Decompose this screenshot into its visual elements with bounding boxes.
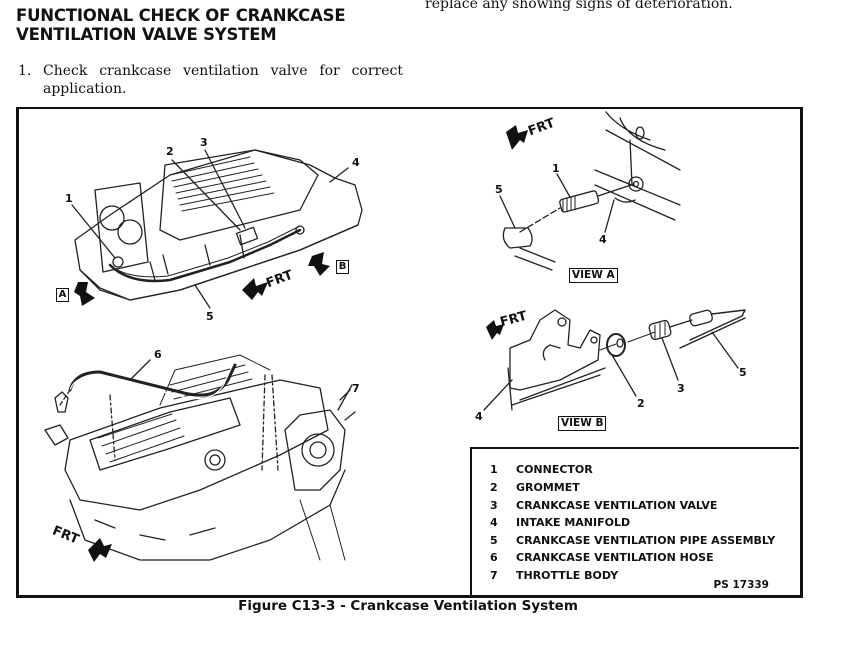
callout-6: 6: [154, 348, 162, 361]
callout-1: 1: [65, 192, 73, 205]
view-a-label: VIEW A: [569, 268, 618, 283]
legend-item: 1 CONNECTOR: [490, 463, 593, 476]
view-a-callout-1: 1: [552, 162, 560, 175]
legend-label: INTAKE MANIFOLD: [516, 516, 631, 529]
legend-number: 2: [490, 481, 498, 494]
frt-arrow-view-a: [506, 125, 528, 150]
legend-label: CRANKCASE VENTILATION PIPE ASSEMBLY: [516, 534, 776, 547]
frt-arrow-bottom: [88, 538, 112, 562]
view-b-marker: B: [336, 260, 349, 274]
view-b-drawing: [507, 309, 746, 411]
view-a-callout-4: 4: [599, 233, 607, 246]
figure-reference: PS 17339: [713, 579, 769, 591]
intake-manifold-drawing: [74, 149, 363, 301]
right-column-text: replace any showing signs of deteriorati…: [425, 0, 733, 12]
frt-arrow-top: [242, 278, 268, 300]
callout-4: 4: [352, 156, 360, 169]
view-a-callout-5: 5: [495, 183, 503, 196]
legend-item: 6 CRANKCASE VENTILATION HOSE: [490, 551, 714, 564]
legend-item: 4 INTAKE MANIFOLD: [490, 516, 630, 529]
legend-number: 5: [490, 534, 498, 547]
view-b-callout-4: 4: [475, 410, 483, 423]
legend-label: CRANKCASE VENTILATION VALVE: [516, 499, 718, 512]
legend-item: 5 CRANKCASE VENTILATION PIPE ASSEMBLY: [490, 534, 775, 547]
legend-label: CRANKCASE VENTILATION HOSE: [516, 551, 714, 564]
legend-item: 2 GROMMET: [490, 481, 580, 494]
step-number: 1.: [18, 63, 32, 79]
step-text: Check crankcase ventilation valve for co…: [43, 63, 403, 97]
callout-3: 3: [200, 136, 208, 149]
callout-2: 2: [166, 145, 174, 158]
section-heading-line-1: FUNCTIONAL CHECK OF CRANKCASE: [16, 6, 346, 25]
legend-number: 3: [490, 499, 498, 512]
figure-frame: [16, 107, 803, 598]
legend-item: 3 CRANKCASE VENTILATION VALVE: [490, 499, 717, 512]
legend-label: GROMMET: [516, 481, 580, 494]
legend-number: 4: [490, 516, 498, 529]
legend-item: 7 THROTTLE BODY: [490, 569, 618, 582]
view-b-arrow: [308, 252, 330, 276]
callout-7: 7: [352, 382, 360, 395]
section-heading: FUNCTIONAL CHECK OF CRANKCASE VENTILATIO…: [16, 6, 346, 44]
step-1: 1. Check crankcase ventilation valve for…: [18, 62, 403, 98]
view-a-arrow: [74, 282, 95, 306]
legend-label: CONNECTOR: [516, 463, 593, 476]
figure-caption: Figure C13-3 - Crankcase Ventilation Sys…: [238, 598, 578, 614]
legend-number: 6: [490, 551, 498, 564]
callout-5: 5: [206, 310, 214, 323]
section-heading-line-2: VENTILATION VALVE SYSTEM: [16, 25, 277, 44]
view-b-callout-2: 2: [637, 397, 645, 410]
legend-number: 7: [490, 569, 498, 582]
engine-drawing: [64, 354, 356, 561]
view-a-drawing: [502, 111, 681, 271]
view-b-label: VIEW B: [558, 416, 607, 431]
frt-arrow-view-b: [486, 320, 504, 340]
legend-label: THROTTLE BODY: [516, 569, 619, 582]
legend-number: 1: [490, 463, 498, 476]
view-b-callout-3: 3: [677, 382, 685, 395]
view-b-callout-5: 5: [739, 366, 747, 379]
view-a-marker: A: [56, 288, 69, 302]
leader-1: [71, 204, 116, 259]
